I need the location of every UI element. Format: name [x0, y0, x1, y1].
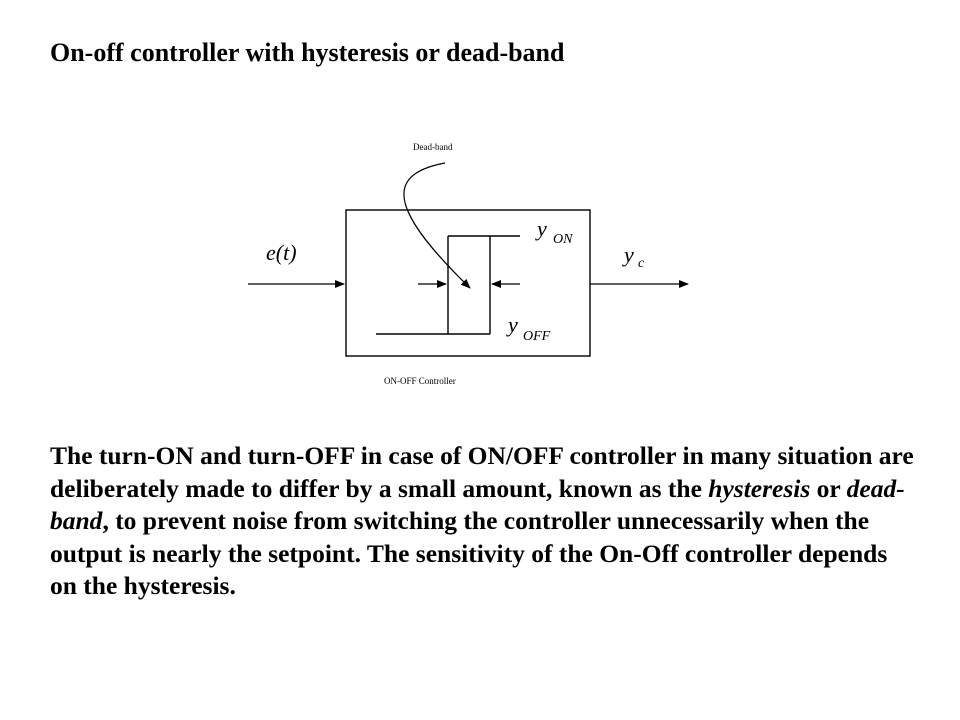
- y-off-symbol: y: [506, 312, 518, 337]
- y-c-subscript: c: [638, 256, 645, 271]
- description-paragraph: The turn-ON and turn-OFF in case of ON/O…: [50, 440, 920, 603]
- y-on-label: y ON: [535, 216, 573, 247]
- input-label: e(t): [266, 240, 297, 265]
- y-on-symbol: y: [535, 216, 547, 241]
- controller-block: [345, 209, 591, 357]
- y-c-symbol: y: [622, 242, 634, 267]
- y-off-subscript: OFF: [523, 329, 551, 344]
- paragraph-or: or: [810, 473, 847, 503]
- deadband-pointer: [403, 162, 471, 289]
- paragraph-part-2: , to prevent noise from switching the co…: [50, 506, 888, 600]
- deadband-term: dead-band: [50, 473, 905, 536]
- controller-label: ON-OFF Controller: [384, 376, 456, 386]
- page-title: On-off controller with hysteresis or dea…: [50, 38, 565, 67]
- y-off-label: y OFF: [506, 312, 551, 344]
- paragraph-part-1: The turn-ON and turn-OFF in case of ON/O…: [50, 441, 914, 503]
- hysteresis-term: hysteresis: [708, 473, 811, 503]
- hysteresis-loop: [376, 235, 520, 335]
- controller-diagram: Dead-band e(t) y ON y c y OFF ON-OFF Con…: [248, 142, 689, 386]
- y-on-subscript: ON: [553, 232, 573, 247]
- deadband-label: Dead-band: [413, 142, 453, 152]
- y-c-label: y c: [622, 242, 645, 271]
